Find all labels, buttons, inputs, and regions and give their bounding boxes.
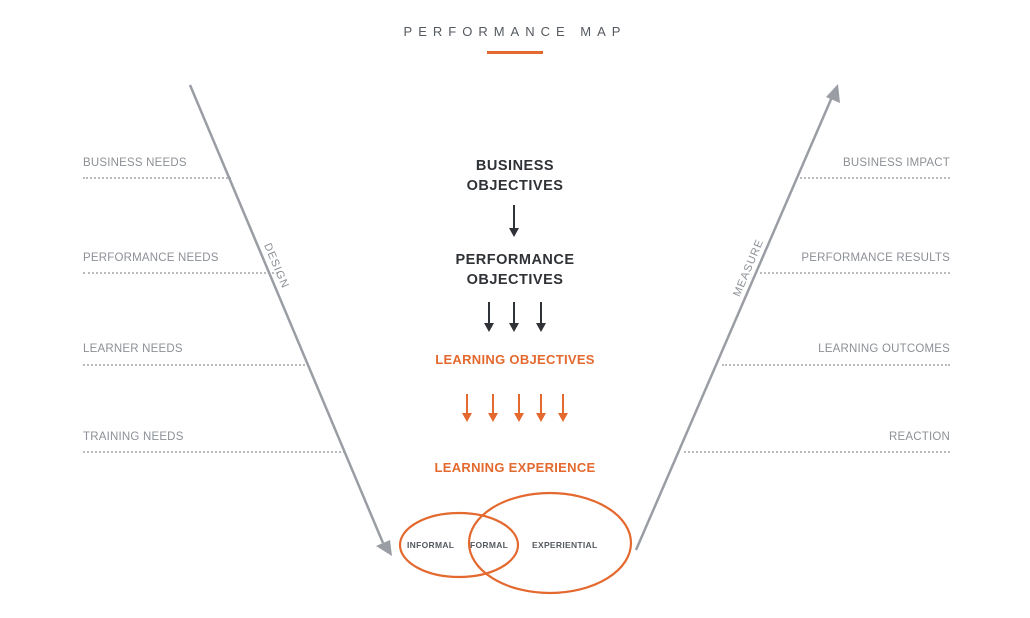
design-arrow-line <box>188 84 385 544</box>
business-objectives-line1: BUSINESS <box>475 158 555 174</box>
measure-arrow-head <box>826 84 840 103</box>
right-label-learning-outcomes: LEARNING OUTCOMES <box>818 343 950 355</box>
learning-experience-label: LEARNING EXPERIENCE <box>434 460 596 475</box>
page-title: PERFORMANCE MAP <box>403 24 627 39</box>
left-label-training-needs: TRAINING NEEDS <box>83 431 184 443</box>
right-label-reaction: REACTION <box>888 431 950 443</box>
experiential-circle <box>467 491 633 595</box>
title-underline <box>487 51 543 54</box>
left-label-learner-needs: LEARNER NEEDS <box>83 343 183 355</box>
performance-objectives-line1: PERFORMANCE <box>455 252 575 268</box>
business-to-performance-arrow <box>509 205 519 237</box>
informal-label: INFORMAL <box>407 540 455 550</box>
left-label-business-needs: BUSINESS NEEDS <box>83 157 187 169</box>
right-label-performance-results: PERFORMANCE RESULTS <box>801 252 950 264</box>
business-objectives-label: BUSINESS OBJECTIVES <box>315 156 715 196</box>
design-arrow-head <box>376 540 392 556</box>
right-label-business-impact: BUSINESS IMPACT <box>843 157 950 169</box>
formal-label: FORMAL <box>470 540 509 550</box>
right-divider-1 <box>800 177 950 179</box>
performance-to-learning-arrows <box>484 302 546 332</box>
right-divider-2 <box>755 272 950 274</box>
performance-objectives-line2: OBJECTIVES <box>466 272 564 288</box>
right-divider-3 <box>722 364 950 366</box>
left-divider-2 <box>83 272 278 274</box>
left-divider-4 <box>83 451 345 453</box>
learning-objectives-arrows <box>462 394 568 422</box>
left-label-performance-needs: PERFORMANCE NEEDS <box>83 252 219 264</box>
business-objectives-line2: OBJECTIVES <box>466 178 564 194</box>
left-divider-3 <box>83 364 309 366</box>
experiential-label: EXPERIENTIAL <box>532 540 598 550</box>
left-divider-1 <box>83 177 231 179</box>
informal-circle <box>398 511 520 579</box>
learning-objectives-label: LEARNING OBJECTIVES <box>435 352 595 367</box>
measure-arrow-line <box>634 96 834 551</box>
performance-objectives-label: PERFORMANCE OBJECTIVES <box>315 250 715 290</box>
right-divider-4 <box>684 451 950 453</box>
